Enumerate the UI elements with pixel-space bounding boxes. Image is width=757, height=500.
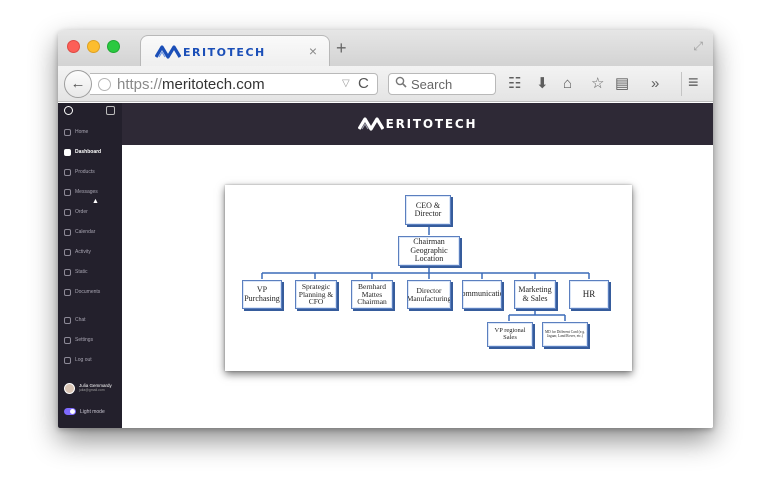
user-email: julia@gmail.com (79, 388, 105, 392)
search-placeholder: Search (411, 77, 453, 92)
site-logo-text: ERITOTECH (385, 117, 478, 131)
org-box-department: Bernhard Mattes Chairman (351, 280, 393, 309)
info-icon[interactable] (64, 106, 73, 115)
search-icon (395, 75, 407, 91)
org-box-sub-unit: VP regional Sales (487, 322, 533, 347)
sidebar-item-settings[interactable]: Settings (64, 335, 93, 345)
org-box-department: HR (569, 280, 609, 309)
calendar-icon (64, 228, 71, 236)
tab-strip: ERITOTECH × + ⤢ (58, 30, 713, 66)
navigation-toolbar: https://meritotech.com ▽ C ← Search ☷ ⬇ … (58, 66, 713, 102)
bookmark-star-icon[interactable]: ☆ (591, 75, 605, 92)
history-dropdown-icon[interactable]: ▽ (342, 78, 350, 89)
maximize-window-button[interactable] (107, 40, 120, 53)
sidebar-item-chat[interactable]: Chat (64, 315, 86, 325)
sidebar-item-documents[interactable]: Documents (64, 287, 100, 297)
minimize-window-button[interactable] (87, 40, 100, 53)
pointer-cursor-icon: ▲ (92, 198, 99, 205)
tab-title: ERITOTECH (183, 45, 266, 59)
org-chart-connectors (261, 226, 590, 321)
sidebar-item-logout[interactable]: Log out (64, 355, 92, 365)
close-tab-icon[interactable]: × (308, 43, 317, 59)
sidebar-item-label: Calendar (75, 229, 96, 235)
sidebar-item-label: Settings (75, 337, 94, 343)
sidebar: Home Dashboard Products Messages Order C… (58, 103, 122, 428)
box-icon (64, 168, 71, 176)
back-button[interactable]: ← (64, 70, 92, 98)
user-name: Julia Gemmardy (79, 383, 112, 388)
grid-icon (64, 148, 71, 156)
sidebar-item-messages[interactable]: Messages (64, 187, 98, 197)
browser-window: ERITOTECH × + ⤢ https://meritotech.com ▽… (58, 30, 713, 428)
clipboard-icon[interactable]: ▤ (615, 75, 630, 92)
url-text[interactable]: https://meritotech.com (117, 76, 265, 93)
chart-icon (64, 268, 71, 276)
sidebar-item-home[interactable]: Home (64, 127, 88, 137)
toolbar-divider (681, 72, 682, 96)
new-tab-button[interactable]: + (336, 38, 347, 58)
address-bar[interactable]: https://meritotech.com ▽ C (90, 73, 378, 95)
sidebar-item-order[interactable]: Order (64, 207, 88, 217)
hamburger-menu-icon[interactable]: ≡ (688, 72, 699, 92)
meritotech-logo-icon (357, 117, 384, 131)
avatar (64, 382, 75, 394)
activity-icon (64, 248, 71, 256)
home-icon (64, 128, 71, 136)
org-box-department: Sprategic Planning & CFO (295, 280, 337, 309)
message-icon (64, 188, 71, 196)
org-box-department: Director Manufacturing (407, 280, 451, 309)
org-box-department: Communication (462, 280, 502, 309)
theme-label: Light mode (80, 408, 105, 415)
sidebar-item-activity[interactable]: Activity (64, 247, 91, 257)
sidebar-item-label: Log out (75, 357, 92, 363)
org-box-ceo: CEO & Director (405, 195, 451, 225)
org-box-chairman: Chairman Geographic Location (398, 236, 460, 266)
org-box-department: Marketing & Sales (514, 280, 556, 309)
chat-icon (64, 316, 71, 324)
url-scheme: https:// (117, 76, 163, 93)
search-input[interactable]: Search (388, 73, 496, 95)
sidebar-item-label: Home (75, 129, 89, 135)
org-chart-image: CEO & Director Chairman Geographic Locat… (225, 185, 632, 371)
sidebar-item-label: Activity (75, 249, 91, 255)
sidebar-item-label: Products (75, 169, 95, 175)
sidebar-item-static[interactable]: Static (64, 267, 88, 277)
bag-icon (64, 208, 71, 216)
overflow-chevron-icon[interactable]: » (651, 75, 660, 92)
reader-view-icon[interactable]: ☷ (508, 75, 522, 92)
meritotech-logo-icon (155, 45, 181, 59)
theme-switch[interactable]: Light mode (64, 408, 105, 415)
home-icon[interactable]: ⌂ (563, 75, 573, 92)
sidebar-item-dashboard[interactable]: Dashboard (64, 147, 101, 157)
org-box-department: VP Purchasing (242, 280, 282, 309)
logout-icon (64, 356, 71, 364)
site-header: ERITOTECH (122, 103, 713, 145)
web-page: Home Dashboard Products Messages Order C… (58, 103, 713, 428)
reload-icon[interactable]: C (358, 75, 369, 92)
download-icon[interactable]: ⬇ (536, 75, 549, 92)
sidebar-item-label: Static (75, 269, 88, 275)
sidebar-item-calendar[interactable]: Calendar (64, 227, 95, 237)
light-mode-toggle[interactable] (64, 408, 76, 415)
sidebar-item-label: Chat (75, 317, 86, 323)
fullscreen-icon[interactable]: ⤢ (693, 39, 703, 53)
collapse-sidebar-icon[interactable] (106, 106, 115, 115)
sidebar-item-label: Messages (75, 189, 98, 195)
gear-icon (64, 336, 71, 344)
close-window-button[interactable] (67, 40, 80, 53)
sidebar-item-label: Documents (75, 289, 101, 295)
site-logo[interactable]: ERITOTECH (357, 117, 478, 131)
sidebar-item-products[interactable]: Products (64, 167, 95, 177)
globe-icon (98, 78, 111, 91)
sidebar-item-label: Dashboard (75, 149, 102, 155)
url-host: meritotech.com (162, 76, 265, 93)
user-profile[interactable]: Julia Gemmardy julia@gmail.com (64, 381, 112, 395)
org-box-sub-unit: MD for Different Card (e.g. Jaguar, Land… (542, 322, 588, 347)
tab-meritotech[interactable]: ERITOTECH × (140, 35, 330, 66)
sidebar-item-label: Order (75, 209, 88, 215)
tab-logo: ERITOTECH (155, 43, 265, 61)
document-icon (64, 288, 71, 296)
